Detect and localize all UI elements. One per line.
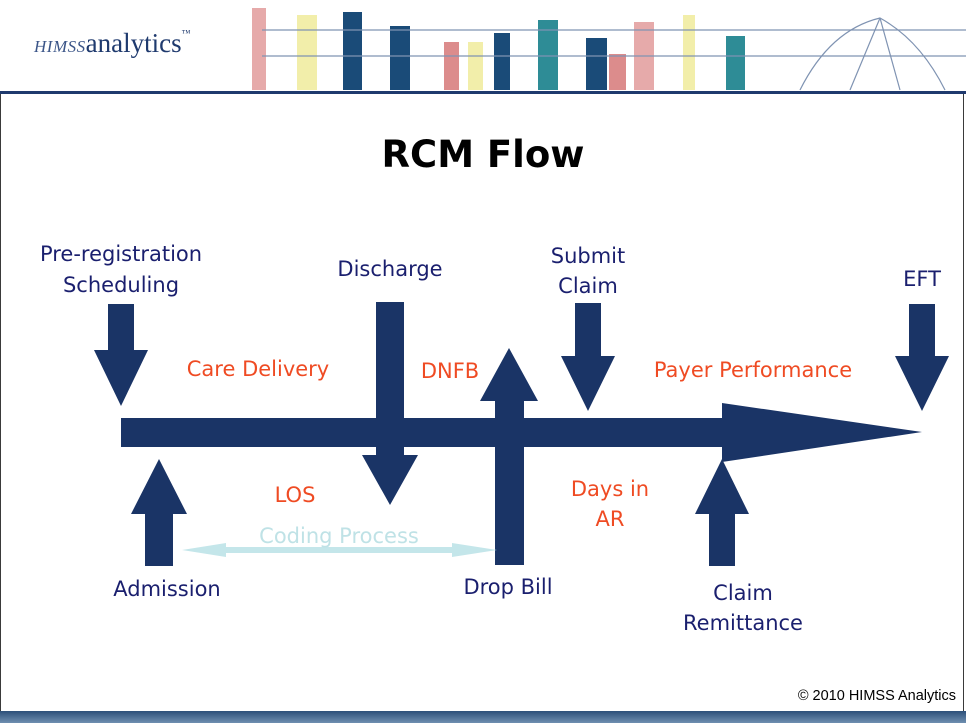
logo-mark: ™ <box>181 28 191 38</box>
down-arrow-discharge <box>362 302 418 505</box>
up-arrow-claim-remittance <box>695 459 749 566</box>
copyright-notice: © 2010 HIMSS Analytics <box>797 688 956 704</box>
label-payer-performance: Payer Performance <box>653 358 853 382</box>
label-drop-bill: Drop Bill <box>463 575 553 599</box>
label-eft: EFT <box>903 267 941 291</box>
header-grid-lines <box>262 17 966 91</box>
header-bar <box>609 54 626 90</box>
label-los: LOS <box>274 483 316 507</box>
down-arrow-eft <box>895 304 949 411</box>
page-title: RCM Flow <box>381 133 585 176</box>
label-ar: AR <box>595 507 625 531</box>
header-bar <box>683 15 695 90</box>
label-dnfb: DNFB <box>420 359 480 383</box>
footer-band <box>0 711 966 723</box>
down-arrow-pre-registration <box>94 304 148 406</box>
label-submit: Submit <box>550 244 626 268</box>
coding-process-arrow <box>182 543 497 557</box>
header-bar <box>726 36 745 90</box>
label-pre-registration: Pre-registration <box>39 242 203 266</box>
himss-analytics-logo: HIMSSanalytics™ <box>34 28 190 68</box>
label-claim-top: Claim <box>558 274 618 298</box>
header-bar <box>343 12 362 90</box>
label-remittance: Remittance <box>683 611 803 635</box>
label-discharge: Discharge <box>337 257 443 281</box>
header-bar <box>538 20 558 90</box>
label-care-delivery: Care Delivery <box>186 357 330 381</box>
logo-prefix: HIMSS <box>34 37 86 56</box>
header-bar <box>586 38 607 90</box>
header-bar <box>252 8 266 90</box>
header-bar <box>468 42 483 90</box>
header-bar <box>444 42 459 90</box>
up-arrow-drop-bill <box>480 348 538 565</box>
header-rule <box>0 91 966 94</box>
up-arrow-admission <box>131 459 187 566</box>
label-days-in: Days in <box>570 477 650 501</box>
header-bar <box>494 33 510 90</box>
logo-main: analytics <box>85 28 182 58</box>
down-arrow-submit-claim <box>561 303 615 411</box>
label-claim-bottom: Claim <box>713 581 773 605</box>
header-bar <box>390 26 410 90</box>
label-scheduling: Scheduling <box>62 273 180 297</box>
header-graphic <box>252 8 966 91</box>
header-bars <box>252 8 745 90</box>
label-coding-process: Coding Process <box>259 524 419 548</box>
header-bar <box>297 15 317 90</box>
label-admission: Admission <box>113 577 221 601</box>
